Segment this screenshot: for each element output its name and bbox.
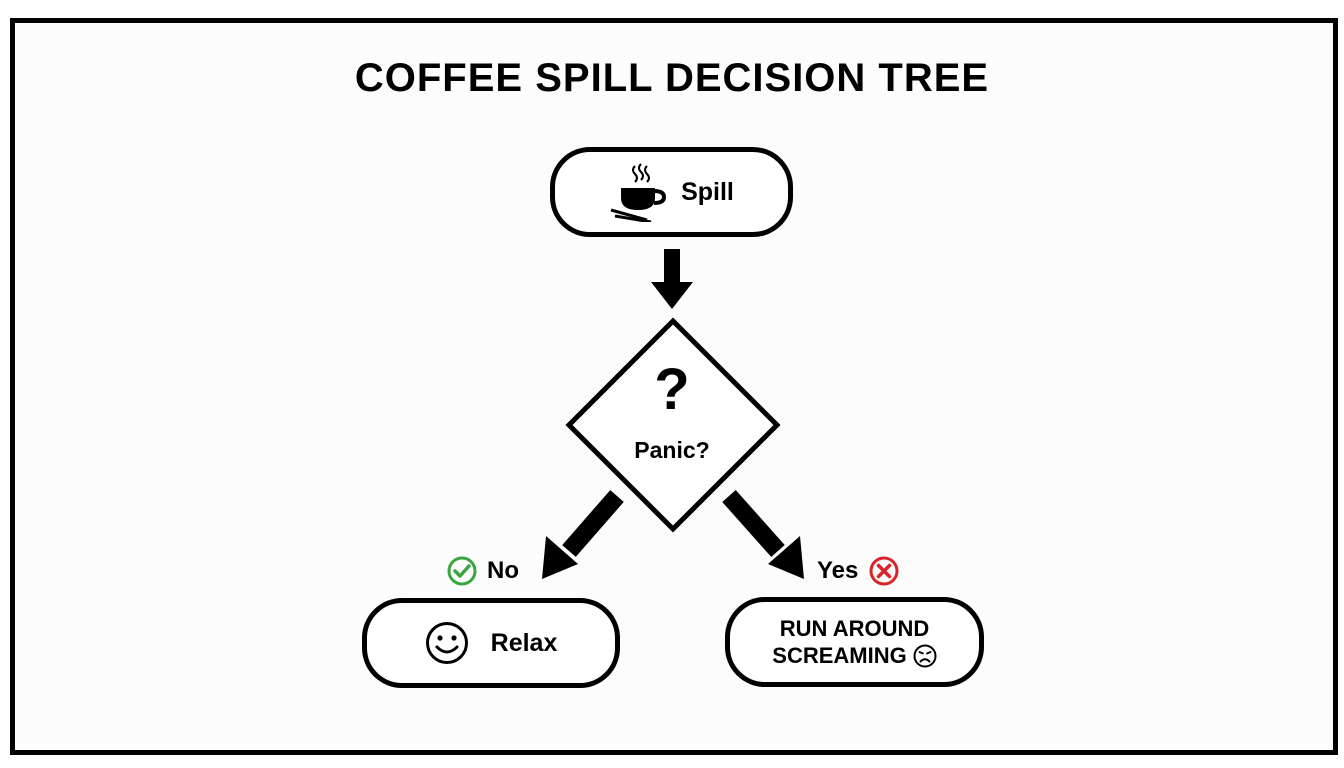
branch-no-text: No [487, 557, 519, 584]
spill-node: Spill [550, 147, 793, 237]
check-circle-icon [446, 555, 478, 587]
run-around-node: RUN AROUND SCREAMING [725, 597, 984, 687]
branch-yes-label: Yes [817, 555, 900, 587]
spill-label: Spill [681, 177, 734, 206]
arrow-to-run-around [722, 490, 804, 579]
run-around-text: RUN AROUND SCREAMING [772, 615, 937, 669]
decision-diamond [565, 317, 781, 533]
branch-no-label: No [446, 555, 519, 587]
smiley-face-icon [425, 621, 469, 665]
relax-label: Relax [490, 628, 558, 657]
relax-node: Relax [362, 598, 620, 688]
arrow-spill-to-decision [651, 249, 693, 309]
question-mark-symbol: ? [654, 357, 690, 422]
frowning-face-icon [913, 644, 937, 668]
diagram-title: COFFEE SPILL DECISION TREE [354, 56, 990, 100]
branch-yes-text: Yes [817, 557, 859, 584]
run-around-line1: RUN AROUND [779, 616, 930, 641]
coffee-cup-icon [609, 162, 667, 222]
run-around-line2: SCREAMING [772, 643, 907, 668]
x-circle-icon [868, 555, 900, 587]
arrow-to-relax [542, 490, 624, 579]
decision-label: Panic? [634, 437, 710, 463]
